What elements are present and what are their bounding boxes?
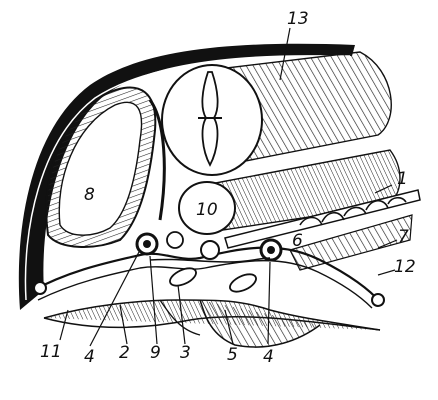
label-3: 3 bbox=[180, 343, 191, 363]
label-4-left: 4 bbox=[84, 347, 95, 367]
label-11: 11 bbox=[40, 342, 62, 362]
segmented-band bbox=[224, 189, 421, 271]
label-7: 7 bbox=[398, 227, 409, 247]
lower-membranes bbox=[29, 246, 381, 348]
label-6: 6 bbox=[292, 231, 303, 251]
label-1: 1 bbox=[397, 169, 408, 189]
label-13: 13 bbox=[287, 9, 309, 29]
cross-section-upper bbox=[161, 64, 263, 176]
organ-8 bbox=[45, 86, 157, 248]
label-4-right: 4 bbox=[263, 347, 274, 367]
label-12: 12 bbox=[394, 257, 416, 277]
labels: 13 8 10 1 6 7 12 11 4 2 9 3 5 4 bbox=[40, 9, 416, 367]
label-8: 8 bbox=[84, 185, 95, 205]
label-9: 9 bbox=[150, 343, 161, 363]
label-5: 5 bbox=[227, 345, 238, 365]
leader-lines bbox=[59, 27, 398, 347]
muscle-bundle-10 bbox=[178, 149, 401, 235]
connective-strand bbox=[148, 99, 166, 221]
label-10: 10 bbox=[196, 200, 218, 220]
small-vessels bbox=[33, 231, 385, 307]
outer-wall bbox=[18, 43, 355, 310]
label-2: 2 bbox=[119, 343, 130, 363]
